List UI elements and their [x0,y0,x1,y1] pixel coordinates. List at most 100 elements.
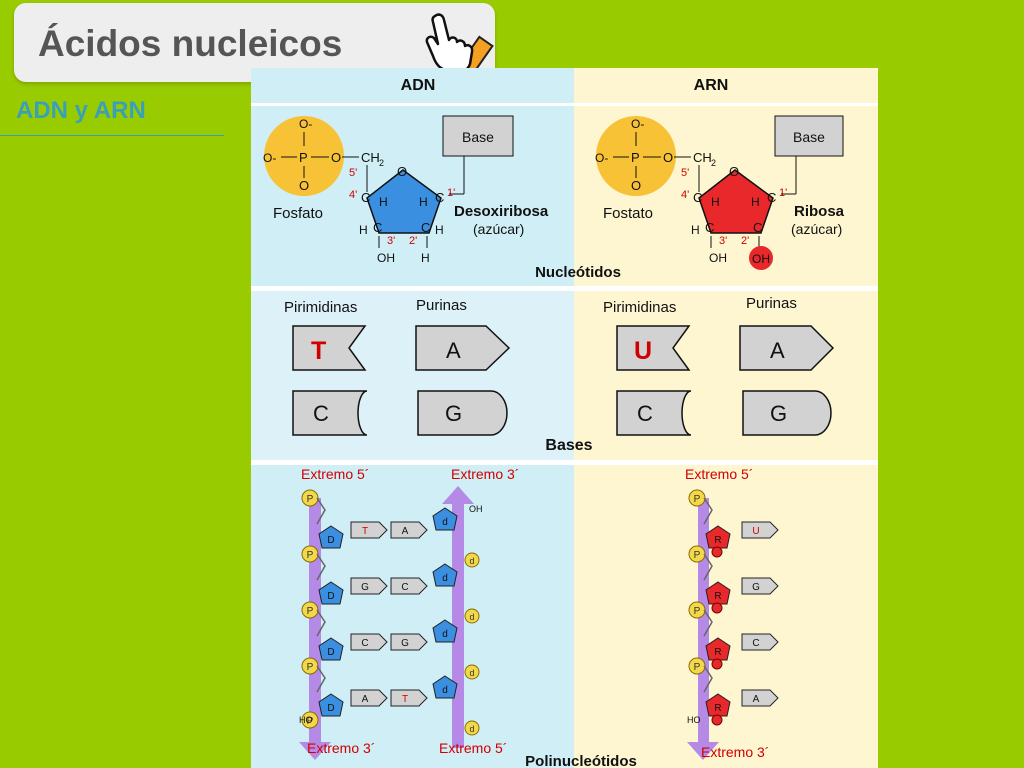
phosphate-icon [688,545,706,563]
svg-text:P: P [694,606,701,617]
svg-text:P: P [307,494,314,505]
dna-strand-right [442,486,474,748]
svg-text:A: A [402,526,409,537]
dna-nucleotide: O- O- P O O Fosfato CH 2 5' O 4' C C 1' … [263,115,549,265]
svg-text:O: O [729,164,739,179]
svg-text:O: O [397,164,407,179]
svg-text:R: R [714,591,721,602]
svg-text:2': 2' [741,235,749,247]
base-tag [350,633,388,651]
svg-text:CH: CH [693,150,712,165]
svg-text:C: C [752,638,759,649]
base-a-rna: A [739,325,835,371]
phosphate-icon [688,601,706,619]
base-c: C [292,390,368,436]
svg-text:H: H [691,223,700,237]
svg-text:OH: OH [709,251,727,265]
svg-text:d: d [442,629,448,640]
svg-text:d: d [469,556,474,566]
svg-text:Extremo 5´: Extremo 5´ [685,466,753,482]
svg-text:T: T [362,526,368,537]
deoxyribose-pentagon [366,169,442,234]
svg-text:P: P [307,716,314,727]
bases-panel: Pirimidinas Purinas Pirimidinas Purinas … [284,295,835,454]
phosphate-icon [301,545,319,563]
svg-text:A: A [446,338,461,363]
svg-text:C: C [401,582,408,593]
svg-text:D: D [327,647,334,658]
svg-text:HO: HO [299,715,313,725]
svg-text:d: d [469,724,474,734]
svg-text:O-: O- [595,151,608,165]
svg-text:H: H [359,223,368,237]
svg-text:Extremo 3´: Extremo 3´ [307,740,375,756]
sugar-icon [318,581,344,605]
svg-text:U: U [634,337,652,365]
svg-text:3': 3' [719,235,727,247]
svg-text:A: A [770,338,785,363]
base-a: A [415,325,511,371]
svg-text:H: H [711,195,720,209]
svg-text:OH: OH [752,252,770,266]
svg-text:C: C [767,190,776,205]
svg-text:R: R [714,647,721,658]
svg-text:1': 1' [779,187,787,199]
rna-nucleotide: O- O- P O O Fostato CH 2 5' O 4' C C 1' … [595,115,845,270]
pointing-hand-icon [425,13,494,74]
base-tag [390,633,428,651]
rna-strand [687,498,719,760]
base-tag [390,577,428,595]
svg-text:O: O [299,178,309,193]
svg-text:C: C [637,401,653,426]
svg-text:P: P [694,662,701,673]
svg-text:H: H [419,195,428,209]
svg-text:R: R [714,703,721,714]
svg-text:A: A [753,694,760,705]
phosphate-circle [264,116,344,196]
base-u: U [616,325,691,371]
svg-text:2': 2' [409,235,417,247]
phosphate-circle [596,116,676,196]
svg-text:2: 2 [711,158,716,168]
svg-text:D: D [327,591,334,602]
svg-text:HO: HO [687,715,701,725]
dna-strand-left [299,498,331,760]
svg-text:P: P [307,550,314,561]
svg-text:P: P [631,150,640,165]
svg-text:T: T [402,694,408,705]
svg-text:H: H [435,223,444,237]
header-rna: ARN [694,77,729,94]
ribosa-label: Ribosa [794,203,845,220]
ribose-pentagon [698,169,774,234]
svg-text:C: C [705,220,714,235]
base-c-rna: C [616,390,692,436]
base-tag [390,689,428,707]
svg-text:4': 4' [349,189,357,201]
svg-text:Pirimidinas: Pirimidinas [603,299,676,316]
svg-text:O-: O- [299,117,312,131]
base-tag [350,521,388,539]
svg-text:O: O [631,178,641,193]
nucleotidos-section-label: Nucleótidos [535,264,621,281]
svg-text:(azúcar): (azúcar) [473,221,524,237]
svg-text:Purinas: Purinas [416,297,467,314]
svg-text:d: d [442,573,448,584]
svg-text:H: H [751,195,760,209]
svg-text:C: C [361,638,368,649]
fosfato-label: Fosfato [273,205,323,222]
svg-text:5': 5' [349,167,357,179]
base-tag [741,689,779,707]
phosphate-icon [301,657,319,675]
svg-text:C: C [313,401,329,426]
svg-text:C: C [435,190,444,205]
svg-text:P: P [299,150,308,165]
base-box [774,115,844,157]
svg-text:H: H [379,195,388,209]
svg-text:D: D [327,703,334,714]
svg-text:G: G [752,582,760,593]
svg-text:A: A [362,694,369,705]
header-dna: ADN [401,77,436,94]
svg-text:T: T [311,337,326,365]
nucleic-acids-diagram: P ADN ARN O- O- P O O Fosfato CH 2 5' O … [251,68,878,768]
